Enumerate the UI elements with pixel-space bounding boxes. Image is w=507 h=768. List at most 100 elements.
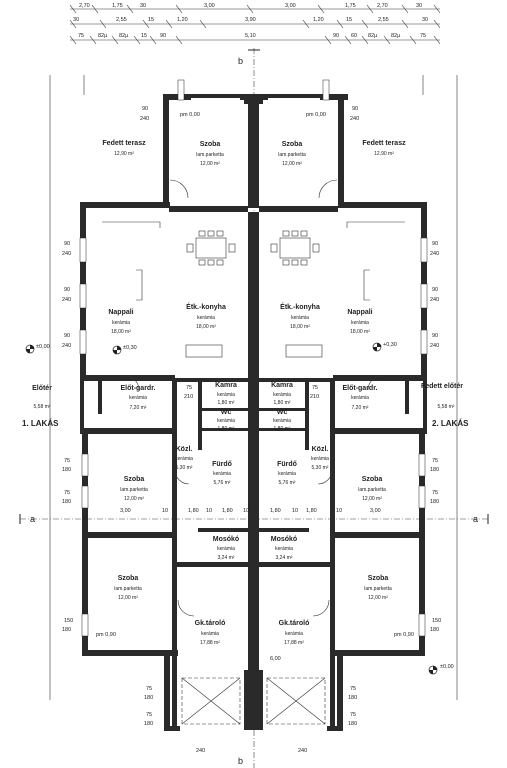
room-area: 3,24 m²	[218, 555, 235, 561]
room-area: 12,00 m²	[362, 496, 382, 502]
axis-dim-5: 1,80	[222, 508, 233, 514]
axis-dim-6: 10	[243, 508, 249, 514]
room-floor: kerámia	[273, 418, 291, 424]
room-name: Szoba	[124, 476, 145, 483]
room-name: Nappali	[347, 309, 372, 316]
opening-w75: 75	[432, 458, 438, 464]
top-dimension-chains: 2,70 1,75 30 3,00 3,00 1,75 2,70 30 30 2…	[69, 3, 441, 45]
boundary-lines	[49, 75, 458, 700]
room-name: Mosókó	[271, 536, 297, 543]
room-name: Közl.	[176, 446, 193, 453]
room-garderob-right: Előt-gardr. kerámia 7,20 m²	[342, 385, 377, 411]
low-dim-7: 90	[333, 33, 339, 39]
opening-w90: 90	[142, 106, 148, 112]
opening-w75: 75	[350, 686, 356, 692]
top-dim-1: 2,70	[79, 3, 90, 9]
room-garderob-left: Előt-gardr. kerámia 7,20 m²	[120, 385, 155, 411]
room-name: Szoba	[282, 141, 303, 148]
axis-dim-2: 10	[162, 508, 168, 514]
level-inner-left-text: ±0,30	[123, 345, 137, 351]
room-floor: kerámia	[217, 392, 235, 398]
opening-w90: 90	[432, 287, 438, 293]
opening-h240: 240	[430, 297, 439, 303]
room-name: Gk.tároló	[195, 620, 226, 627]
walls	[80, 94, 427, 731]
opening-w90: 90	[64, 287, 70, 293]
room-fedett-eloter-right: Fedett előtér 5,58 m²	[421, 383, 463, 410]
room-mosoko-left: Mosókó kerámia 3,24 m²	[213, 536, 239, 561]
room-wc-left: Wc kerámia 1,80 m²	[217, 409, 235, 432]
low-dim-11: 75	[420, 33, 426, 39]
opening-h240: 240	[350, 116, 359, 122]
room-floor: kerámia	[351, 395, 369, 401]
opening-h240: 240	[196, 748, 205, 754]
room-mosoko-right: Mosókó kerámia 3,24 m²	[271, 536, 297, 561]
room-floor: kerámia	[175, 456, 193, 462]
mid-dim-8: 2,55	[378, 17, 389, 23]
axis-dim-1: 3,00	[120, 508, 131, 514]
room-name: Szoba	[200, 141, 221, 148]
level-inner-right-text: +0,30	[383, 342, 397, 348]
low-dim-6: 5,10	[245, 33, 256, 39]
top-dim-5: 3,00	[285, 3, 296, 9]
room-area: 12,00 m²	[124, 496, 144, 502]
room-szoba-bottom-left: Szoba lam.parketta 12,00 m²	[114, 575, 142, 601]
room-gk-tarolo-left: Gk.tároló kerámia 17,88 m²	[195, 620, 226, 646]
top-dim-8: 30	[416, 3, 422, 9]
opening-h180: 180	[430, 499, 439, 505]
room-area: 17,88 m²	[284, 640, 304, 646]
top-dim-3: 30	[140, 3, 146, 9]
top-dim-7: 2,70	[377, 3, 388, 9]
level-marker-inner-right: +0,30	[372, 342, 397, 352]
opening-h180: 180	[144, 721, 153, 727]
level-left-text: ±0,00	[36, 344, 50, 350]
door-swings	[124, 179, 383, 617]
level-marker-left: ±0,00	[25, 344, 50, 354]
low-dim-8: 60	[351, 33, 357, 39]
room-name: Nappali	[108, 309, 133, 316]
room-floor: lam.parketta	[196, 152, 224, 158]
level-bottom-right-text: ±0,00	[440, 664, 454, 670]
opening-h240: 240	[62, 251, 71, 257]
mid-dim-7: 15	[346, 17, 352, 23]
room-fedett-terasz-left: Fedett terasz 12,90 m²	[102, 140, 146, 157]
room-area: 12,90 m²	[114, 151, 134, 157]
room-name: Wc	[221, 409, 232, 416]
top-dim-4: 3,00	[204, 3, 215, 9]
axis-a-dimensions: 3,00 10 1,80 10 1,80 10 1,80 10 1,80 10 …	[120, 508, 381, 514]
room-name: Kamra	[271, 382, 293, 389]
opening-w75: 75	[312, 385, 318, 391]
opening-w90: 90	[352, 106, 358, 112]
room-floor: lam.parketta	[358, 487, 386, 493]
low-dim-3: 82µ	[119, 33, 129, 39]
room-name: Mosókó	[213, 536, 239, 543]
opening-w150: 150	[64, 618, 73, 624]
opening-h210: 210	[310, 394, 319, 400]
opening-h180: 180	[348, 721, 357, 727]
room-name: Gk.tároló	[279, 620, 310, 627]
room-name: Wc	[277, 409, 288, 416]
room-name: Fedett terasz	[102, 140, 146, 147]
room-area: 5,76 m²	[214, 480, 231, 486]
room-area: 17,88 m²	[200, 640, 220, 646]
opening-w75: 75	[186, 385, 192, 391]
room-name: Étk.-konyha	[280, 302, 320, 311]
room-name: Fedett előtér	[421, 383, 463, 390]
opening-h180: 180	[144, 695, 153, 701]
opening-h180: 180	[348, 695, 357, 701]
room-area: 1,80 m²	[218, 426, 235, 432]
opening-v600: 6,00	[270, 656, 281, 662]
low-dim-4: 15	[141, 33, 147, 39]
room-name: Kamra	[215, 382, 237, 389]
room-name: Közl.	[312, 446, 329, 453]
axis-dim-3: 1,80	[188, 508, 199, 514]
opening-h180: 180	[62, 627, 71, 633]
room-name: Szoba	[368, 575, 389, 582]
room-szoba-mid-left: Szoba lam.parketta 12,00 m²	[120, 476, 148, 502]
room-floor: kerámia	[217, 546, 235, 552]
room-kamra-right: Kamra kerámia 1,80 m²	[271, 382, 293, 406]
mid-dim-1: 30	[73, 17, 79, 23]
opening-pm: pm 0,00	[180, 112, 200, 118]
room-area: 12,00 m²	[118, 595, 138, 601]
room-furdo-right: Fürdő kerámia 5,76 m²	[277, 461, 297, 486]
